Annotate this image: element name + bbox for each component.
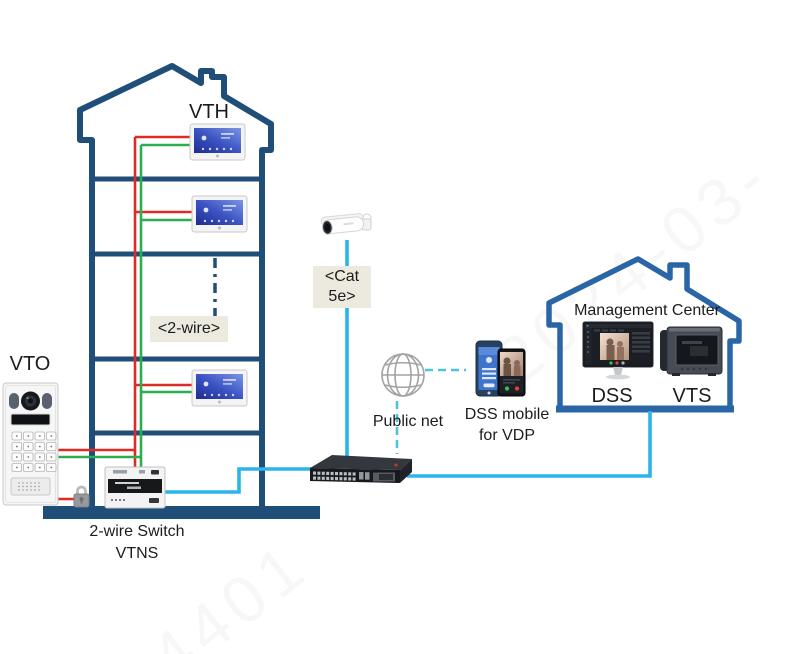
network-links: [164, 240, 652, 494]
vto-keypad: [11, 431, 57, 472]
dss-mobile-line2: for VDP: [478, 427, 535, 444]
vts-label: VTS: [672, 385, 712, 407]
management-center-house-outline: [546, 256, 742, 413]
vth-label: VTH: [189, 101, 229, 123]
public-net-label: Public net: [372, 413, 444, 430]
vtns-caption-line1: 2-wire Switch: [89, 523, 185, 540]
dss-mobile-caption: DSS mobile for VDP: [448, 404, 566, 446]
ground-bar: [43, 506, 320, 519]
phone-login: [475, 340, 503, 397]
two-wire-tag: <2-wire>: [150, 316, 228, 342]
residence-building-outline: [43, 63, 320, 519]
vto-label: VTO: [9, 353, 51, 375]
door-lock-icon: [73, 485, 90, 508]
vth-monitor-2: [191, 195, 248, 233]
vto-light-right: [42, 393, 52, 409]
cat5e-line1: <Cat: [324, 268, 360, 285]
vtns-device: [104, 466, 166, 509]
green-wire: [57, 143, 193, 467]
vtns-caption: 2-wire Switch VTNS: [57, 521, 217, 565]
vto-display: [10, 413, 51, 426]
globe-icon: [381, 353, 425, 397]
red-wire: [57, 135, 193, 501]
switch-ports: [313, 471, 356, 481]
phone-video-call: [497, 348, 526, 397]
switch-logo-dot: [394, 463, 398, 467]
vto-light-left: [9, 393, 19, 409]
dss-mobile-phones: [475, 340, 526, 397]
vth-monitor-3: [191, 369, 248, 407]
dss-monitor: [582, 321, 654, 380]
vtns-switch-link: [164, 467, 311, 494]
vtns-label-band: [108, 479, 162, 493]
vth-monitor-1: [189, 123, 246, 161]
cat5e-line2: 5e>: [328, 288, 356, 305]
ip-camera: [320, 213, 372, 235]
dss-label: DSS: [591, 385, 633, 407]
cat5e-tag: <Cat 5e>: [313, 266, 371, 308]
vtns-caption-line2: VTNS: [115, 545, 159, 562]
dss-mobile-line1: DSS mobile: [464, 406, 550, 423]
two-wire-runs: [57, 135, 193, 501]
floor-lines: [89, 176, 265, 436]
vto-door-station: [2, 382, 59, 506]
management-center-label: Management Center: [574, 302, 720, 319]
switch-mgmt-link: [407, 411, 652, 478]
network-switch: [310, 455, 412, 483]
vts-device: [660, 326, 723, 376]
